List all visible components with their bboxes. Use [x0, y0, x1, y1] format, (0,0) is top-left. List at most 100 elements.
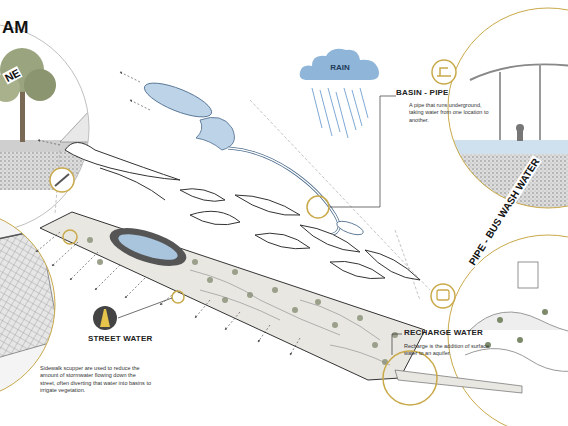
illustration-part — [105, 220, 190, 273]
illustration-part — [172, 291, 184, 303]
illustration-part — [228, 148, 339, 235]
illustration-part — [0, 20, 100, 240]
illustration-part — [0, 230, 60, 380]
illustration-part — [65, 143, 180, 181]
illustration-part — [190, 270, 390, 365]
cloud-label: RAIN — [298, 46, 382, 72]
illustration-part — [258, 325, 270, 342]
illustration-part — [97, 259, 103, 265]
illustration-part — [312, 88, 322, 128]
illustration-part — [392, 334, 402, 355]
illustration-part — [95, 265, 120, 290]
illustration-part — [392, 332, 398, 338]
illustration-part — [200, 290, 280, 320]
illustration-part — [315, 299, 321, 305]
illustration-part — [52, 242, 78, 266]
illustration-part — [517, 131, 523, 141]
illustration-part — [118, 298, 172, 318]
illustration-part — [372, 342, 378, 348]
illustration-part — [24, 69, 56, 101]
callout-body: Sidewalk scupper are used to reduce the … — [40, 365, 152, 395]
runoff-arrows — [36, 72, 300, 355]
illustration-part — [130, 100, 150, 110]
illustration-part — [440, 140, 568, 154]
illustration-part — [272, 287, 278, 293]
illustration-part — [60, 110, 100, 142]
illustration-part — [432, 60, 456, 84]
callout-icons — [93, 60, 456, 330]
illustration-part — [116, 229, 181, 265]
illustration-part — [250, 100, 430, 290]
illustration-part — [40, 212, 425, 380]
callout-body: A pipe that runs underground, taking wat… — [409, 102, 489, 124]
illustration-part — [300, 300, 380, 340]
illustration-part — [352, 90, 362, 126]
illustration-part — [190, 211, 240, 224]
illustration-part — [120, 72, 140, 82]
callout-box: STREET WATER Sidewalk scupper are used to… — [40, 334, 162, 397]
illustration-part — [357, 315, 363, 321]
illustration-part — [87, 237, 93, 243]
cut-heading: NE — [2, 66, 23, 85]
illustration-part — [330, 345, 390, 365]
illustration-part — [255, 233, 310, 249]
illustration-part — [196, 117, 234, 150]
illustration-part — [192, 259, 198, 265]
illustration-part — [497, 317, 503, 323]
illustration-part — [517, 337, 523, 343]
illustration-part — [232, 269, 238, 275]
illustration-part — [344, 88, 356, 130]
illustration-part — [470, 312, 568, 333]
illustration-part — [500, 64, 540, 140]
illustration-part — [100, 168, 165, 200]
illustration-part — [290, 338, 300, 355]
illustration-part — [235, 195, 300, 215]
illustration-part — [437, 290, 449, 300]
illustration-part — [307, 196, 329, 218]
illustration-part — [87, 237, 398, 365]
illustration-part — [292, 307, 298, 313]
illustration-part — [470, 64, 568, 80]
leader-lines — [118, 96, 402, 355]
illustration-part — [190, 270, 340, 335]
illustration-part — [180, 189, 225, 202]
illustration-part — [465, 349, 568, 372]
illustration-part — [328, 88, 340, 132]
callout-heading: RECHARGE WATER — [404, 328, 498, 337]
illustration-part — [518, 262, 538, 288]
illustration-part — [330, 261, 385, 278]
illustration-part — [38, 140, 60, 145]
illustration-part — [542, 309, 548, 315]
illustration-part — [93, 306, 117, 330]
illustration-part — [300, 225, 360, 252]
callout-box: BASIN - PIPE A pipe that runs underground… — [396, 88, 498, 127]
callout-box: RECHARGE WATERRecharge is the addition o… — [404, 328, 498, 360]
illustration-part — [207, 277, 213, 283]
illustration-part — [437, 68, 451, 76]
callout-heading: STREET WATER — [88, 334, 162, 343]
tree-detail — [0, 20, 100, 240]
detail-circle — [0, 24, 89, 232]
diagram-title: AM — [2, 18, 28, 38]
illustration-part — [100, 309, 110, 327]
illustration-part — [195, 300, 210, 318]
rain-lines — [312, 88, 368, 138]
illustration-part — [332, 322, 338, 328]
illustration-part — [225, 312, 240, 330]
illustration-part — [360, 88, 368, 118]
illustration-part — [336, 92, 348, 138]
illustration-part — [335, 219, 365, 238]
basin-layer — [141, 76, 365, 237]
illustration-part — [50, 168, 74, 192]
illustration-part — [395, 370, 522, 393]
illustration-part — [70, 252, 98, 280]
illustration-part — [141, 76, 216, 123]
illustration-part — [36, 232, 60, 252]
detail-label: PIPE - BUS WASH WATER — [466, 155, 542, 267]
illustration-part — [228, 148, 339, 235]
callout-heading: BASIN - PIPE — [396, 88, 498, 97]
illustration-part — [383, 351, 437, 405]
illustration-part — [431, 284, 455, 308]
